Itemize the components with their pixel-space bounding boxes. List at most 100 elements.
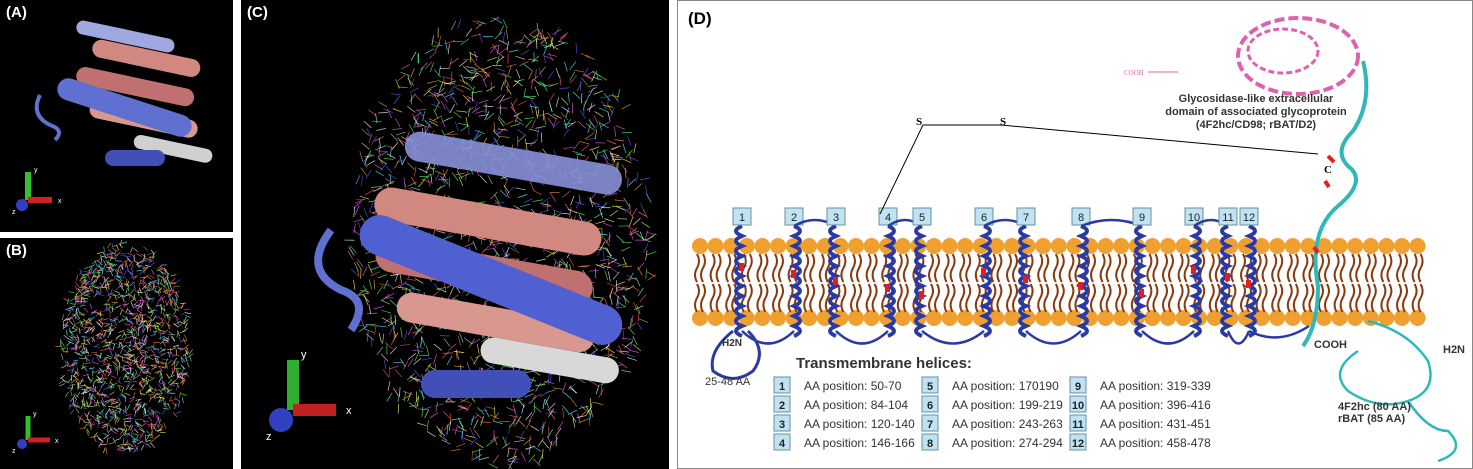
legend-number-box [1069,395,1087,413]
lipid-tail [1318,283,1324,313]
legend-number-box [773,414,791,432]
legend-position-text: AA position: 243-263 [952,417,1063,431]
lipid-tail [1324,283,1330,313]
lipid-tail [1417,253,1424,283]
lipid-tail [1168,253,1174,283]
glyco-cooh-label: COOH [1124,69,1144,77]
glycoprotein-domain: COOH [1124,16,1369,348]
lipid-tail [1271,283,1278,313]
helix-ribbon [734,224,748,338]
lipid-tail [902,253,909,283]
lipid-tail [865,253,872,283]
lipid-tail [1402,253,1408,283]
lipid-tail [1152,283,1159,313]
helix-ribbon [1188,224,1202,338]
lipid-head [754,310,771,326]
lipid-tail [943,283,950,313]
lipid-tail [1115,253,1122,283]
lipid-tail [725,283,732,313]
axis-y-label: y [301,349,307,361]
lipid-tail [881,253,888,283]
lipid-head [863,310,880,326]
lipid-tail [850,283,856,313]
lipid-tail [1208,283,1215,313]
lipid-tail [928,283,934,313]
lipid-head [1113,310,1130,326]
lipid-tail [756,253,763,283]
helix-number: 7 [1023,212,1029,224]
combined-model-c: y x z [266,16,657,469]
helix-highlight [1023,275,1028,283]
lipid-tail [1339,253,1346,283]
helix-number-box [732,207,752,226]
lipid-tail [996,253,1003,283]
legend-number: 7 [927,419,933,431]
lipid-tail [1292,253,1299,283]
panel-c-combined-model: y x z (C) [241,0,669,469]
lipid-head [738,310,755,326]
axis-z-label: z [266,431,272,443]
legend-number: 8 [927,438,933,450]
legend-number-box [921,395,939,413]
lipid-tail [1162,283,1168,313]
loop-ribbon [741,330,795,345]
lipid-tail [1037,283,1044,313]
axes-triad-icon: y x z [266,349,352,443]
lipid-head [894,238,911,254]
axes-triad-icon: y x z [12,411,59,455]
lipid-tail [1006,283,1012,313]
lipid-tail [1380,253,1387,283]
legend-number: 9 [1075,381,1081,393]
lipid-tail [1052,253,1059,283]
legend-position-text: AA position: 396-416 [1100,398,1211,412]
atom-bond-wireframe [55,239,194,455]
lipid-tail [1411,283,1418,313]
lipid-tail [762,283,769,313]
lipid-tail [709,283,716,313]
loop-ribbon [921,330,985,345]
lipid-head [848,238,864,254]
lipid-tail [1261,253,1268,283]
lipid-tail [840,253,847,283]
lipid-tail [694,253,700,283]
lipid-head [1097,238,1114,254]
lipid-head [1316,310,1332,326]
legend-number: 3 [779,419,785,431]
lipid-tail [1370,253,1377,283]
lipid-tail [1277,253,1284,283]
legend-number-box [1069,414,1087,432]
lipid-tail [974,253,981,283]
lipid-head [1206,310,1223,326]
lipid-tail [990,253,997,283]
lipid-tail [1168,283,1174,313]
helix-highlight [833,277,838,285]
lipid-head [957,310,974,326]
lipid-head [1409,238,1426,254]
lipid-tail [1339,283,1346,313]
lipid-tail [943,253,950,283]
helix-highlight [739,263,744,271]
helix-number-box [1132,207,1152,226]
lipid-head [770,310,786,326]
lipid-tail [1324,253,1330,283]
lipid-tail [818,283,825,313]
lipid-tail [856,253,862,283]
legend-number-box [1069,433,1087,451]
lipid-tail [1177,283,1184,313]
lipid-tail [809,283,816,313]
helix-number: 10 [1188,212,1200,224]
helix-number: 11 [1222,212,1233,224]
legend-position-text: AA position: 274-294 [952,436,1063,450]
lipid-head [941,310,958,326]
axis-z-label: z [12,209,16,216]
lipid-head [1362,238,1379,254]
lipid-head [1347,310,1364,326]
lipid-tail [778,253,784,283]
legend-number-box [773,395,791,413]
lipid-head [1284,310,1301,326]
lipid-head [894,310,911,326]
lipid-tail [715,253,722,283]
panel-b-wireframe-model: y x z (B) [0,238,233,469]
lipid-head [957,238,974,254]
